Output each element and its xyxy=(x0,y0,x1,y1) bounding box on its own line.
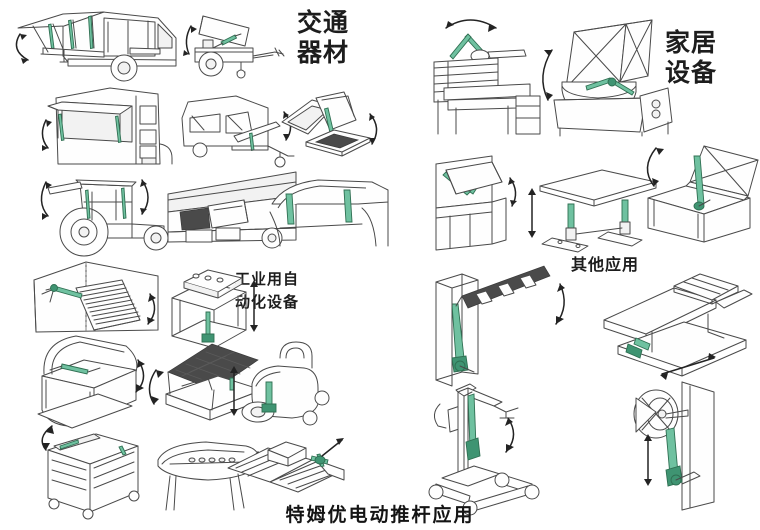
illustration-height-adjustable-desk xyxy=(528,158,665,253)
illustration-tractor-cabin-window xyxy=(32,168,172,257)
illustration-warehouse-louver-vent xyxy=(28,258,168,348)
illustration-hospital-adjustable-bed xyxy=(596,272,760,382)
illustration-vehicle-display-lift xyxy=(272,90,392,170)
illustration-parking-barrier-gate xyxy=(426,262,576,392)
section-title-transport: 交通 器材 xyxy=(296,8,349,67)
illustration-caravan-rear-hatch xyxy=(176,88,306,168)
illustration-machine-lifting-table xyxy=(150,260,260,352)
illustration-car-tailgate-struts xyxy=(262,168,392,248)
section-title-industrial: 工业用自 动化设备 xyxy=(235,270,300,311)
illustration-storage-box-lid xyxy=(640,142,760,247)
poster-caption: 特姆优电动推杆应用 xyxy=(285,504,475,526)
illustration-delivery-van-side-canopy xyxy=(8,4,188,89)
illustration-folding-ironing-workstation xyxy=(420,10,550,135)
illustration-equipment-service-cart xyxy=(30,424,150,520)
illustration-conveyor-feed-unit xyxy=(224,434,349,514)
illustration-bus-luggage-hatch xyxy=(40,84,200,170)
illustration-satellite-dish-positioner xyxy=(622,378,752,518)
section-title-home: 家居 设备 xyxy=(664,28,717,87)
illustration-tipping-trailer xyxy=(183,12,288,82)
illustration-kitchen-appliance-lid xyxy=(530,16,680,137)
illustration-refrigerated-display-case xyxy=(28,330,153,430)
section-title-other: 其他应用 xyxy=(570,255,639,274)
illustration-patient-hoist-lift xyxy=(424,380,589,520)
illustration-wall-cabinet-flap-door xyxy=(430,152,540,252)
illustration-coach-luggage-compartment xyxy=(167,170,298,249)
illustration-floor-cleaning-machine xyxy=(222,336,342,432)
